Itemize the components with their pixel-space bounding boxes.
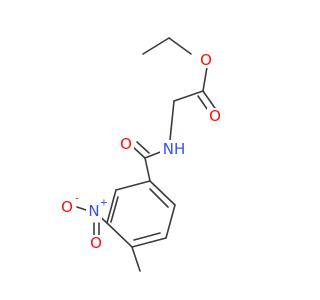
bond-nitro-n-o-single (76, 206, 87, 211)
nitro-oxygen-single-text: O (61, 198, 73, 216)
glycine-linker (169, 100, 175, 141)
nitro-oxygen-single-charge: - (75, 194, 79, 205)
bond-ring-methyl (131, 246, 141, 272)
ring-bond-5 (165, 204, 176, 239)
bond-ethyl-ch2-o (168, 37, 192, 55)
bond-ch2-nh (169, 100, 175, 141)
ring-inner-bond-c (149, 188, 169, 208)
bond-ester-c-o-double-a (202, 90, 218, 112)
ring-bond-2 (106, 189, 117, 224)
bond-carbonyl-c-ch2 (173, 90, 204, 102)
bond-amide-c-ring (144, 157, 151, 182)
amide-oxygen-text: O (120, 135, 132, 153)
benzene-ring (106, 180, 176, 248)
atom-label-ether-oxygen: O (198, 51, 214, 69)
amide-nitrogen-text: NH (163, 140, 186, 158)
ester-group (173, 66, 218, 117)
ester-carbonyl-oxygen-text: O (209, 107, 221, 125)
ring-bond-6 (149, 180, 176, 206)
atom-label-ester-carbonyl-oxygen: O (207, 107, 223, 125)
ethyl-group (142, 37, 192, 55)
atom-label-amide-oxygen: O (118, 135, 134, 153)
ring-inner-bond-b (133, 232, 161, 241)
bond-amide-c-o-double-b (136, 141, 150, 154)
methyl-group (131, 246, 141, 272)
atom-label-nitro-nitrogen: N + (86, 198, 108, 220)
chemical-structure: O O NH O N + O - O (59, 37, 223, 272)
bond-amide-c-o-double-a (132, 146, 146, 159)
bond-ethyl-ch3-ch2 (142, 37, 170, 55)
ring-bond-4 (131, 237, 167, 248)
amide-group (132, 141, 164, 182)
bond-o-carbonyl-carbon (202, 66, 208, 92)
nitro-nitrogen-text: N (88, 202, 99, 220)
atom-label-amide-nitrogen: NH (160, 140, 188, 158)
ring-bond-3 (106, 222, 133, 248)
nitro-nitrogen-charge: + (100, 198, 108, 209)
nitro-oxygen-double-text: O (90, 234, 102, 252)
ring-inner-bond-a (110, 196, 119, 223)
ether-oxygen-text: O (200, 51, 212, 69)
ring-bond-1 (115, 180, 151, 191)
atom-label-nitro-oxygen-double: O (88, 234, 104, 252)
atom-label-nitro-oxygen-single: O - (59, 194, 79, 216)
